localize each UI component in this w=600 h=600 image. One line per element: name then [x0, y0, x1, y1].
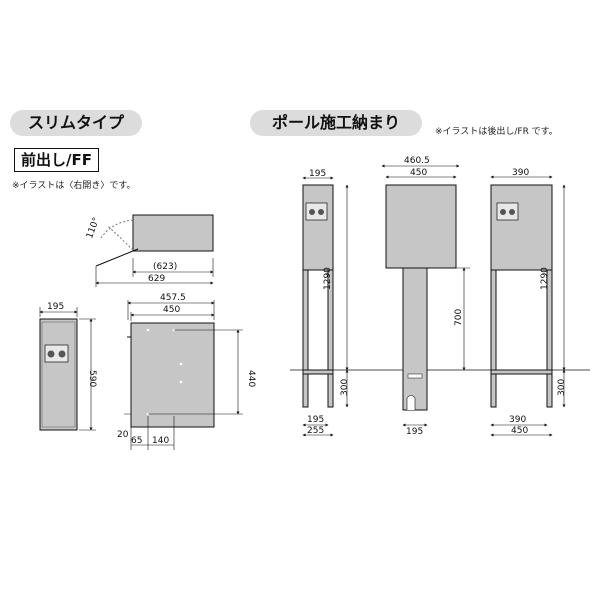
slim-type-title: スリムタイプ — [10, 110, 142, 136]
side-total-width-label: 457.5 — [160, 293, 186, 303]
bottom-offset-label: 20 — [117, 430, 129, 440]
slim-note: ※イラストは〈右開き〉です。 — [12, 181, 136, 191]
wide-base-300: 300 — [557, 379, 567, 396]
front-height-label: 590 — [87, 370, 97, 387]
side-pole-height: 700 — [454, 309, 464, 326]
side-height-label: 440 — [246, 370, 256, 387]
side-bottom: 195 — [406, 427, 423, 437]
wide-front-view: 390 1290 300 390 450 — [490, 168, 567, 437]
bottom-left-label: 65 — [131, 436, 142, 446]
side-top-width: 450 — [410, 168, 427, 178]
depth-total-label: 629 — [148, 274, 165, 284]
wide-top-width: 390 — [512, 168, 529, 178]
bottom-right-label: 140 — [152, 436, 169, 446]
front-view-drawing: 195 590 — [39, 302, 97, 431]
wide-height-1290: 1290 — [540, 267, 550, 290]
front-base-300: 300 — [340, 379, 350, 396]
depth-inner-label: (623) — [153, 262, 177, 272]
pole-side-view: 460.5 450 700 195 — [381, 156, 470, 437]
front-bottom-inner: 195 — [307, 415, 324, 425]
front-height-1290: 1290 — [323, 267, 333, 290]
front-bottom-outer: 255 — [307, 426, 324, 436]
type-label: 前出し/FF — [14, 148, 99, 172]
pole-install-title: ポール施工納まり — [250, 110, 422, 136]
wide-bottom-outer: 450 — [511, 426, 528, 436]
side-width-label: 450 — [163, 305, 180, 315]
top-view-drawing: 110° (623) 629 — [85, 214, 214, 287]
side-top-total: 460.5 — [404, 156, 430, 166]
angle-label: 110° — [85, 216, 102, 240]
pole-note: ※イラストは後出し/FR です。 — [435, 127, 558, 137]
back-view-drawing: 457.5 450 440 20 65 140 — [117, 293, 256, 450]
pole-front-view: 195 1290 300 195 255 — [302, 169, 350, 437]
front-top-width-label: 195 — [309, 169, 326, 179]
wide-bottom-inner: 390 — [509, 415, 526, 425]
front-width-label: 195 — [47, 302, 64, 312]
